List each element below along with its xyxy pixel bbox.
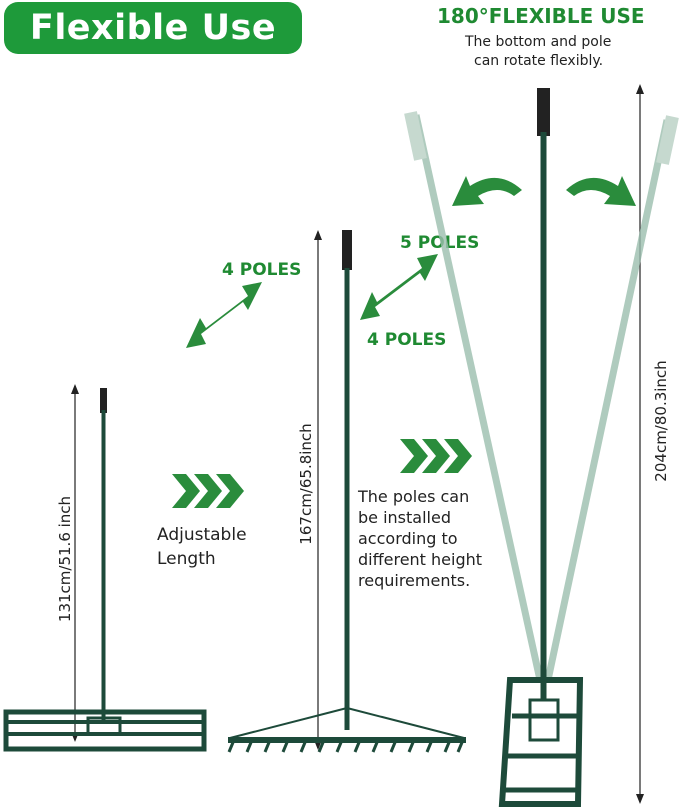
poles-desc-line: be installed [358, 508, 451, 527]
flexible-desc-line1: The bottom and pole [465, 34, 612, 50]
poles-desc-line: The poles can [358, 487, 470, 506]
small-lawn-leveler [3, 388, 207, 752]
tilted-pole-right [544, 115, 679, 681]
medium-handle-grip [342, 230, 352, 270]
four-poles-left-label: 4 POLES [222, 260, 302, 280]
large-lawn-leveler [498, 88, 584, 807]
four-poles-right-label: 4 POLES [367, 330, 447, 350]
chevron-arrows-right [400, 439, 472, 473]
flexible-use-badge: Flexible Use [4, 2, 302, 54]
adjustable-label-line2: Length [157, 549, 216, 569]
poles-description: The poles can be installed according to … [358, 486, 482, 591]
small-handle-grip [100, 388, 107, 413]
five-poles-label: 5 POLES [400, 233, 480, 253]
rake-tines [227, 739, 465, 753]
double-arrow-right [360, 254, 438, 320]
large-handle-grip [537, 88, 550, 136]
rotate-right-arrow [566, 176, 636, 206]
medium-rake [228, 230, 466, 743]
tilted-pole-left [404, 111, 544, 681]
double-arrow-left [186, 282, 262, 348]
adjustable-label-line1: Adjustable [157, 525, 247, 545]
flexible-desc-line2: can rotate flexibly. [474, 53, 604, 69]
rotate-left-arrow [452, 176, 522, 206]
flexible-title: 180°FLEXIBLE USE [437, 4, 645, 28]
poles-desc-line: requirements. [358, 571, 471, 590]
poles-desc-line: according to [358, 529, 458, 548]
dimension-lines [71, 84, 644, 804]
poles-desc-line: different height [358, 550, 483, 569]
chevron-arrows-left [172, 474, 244, 508]
